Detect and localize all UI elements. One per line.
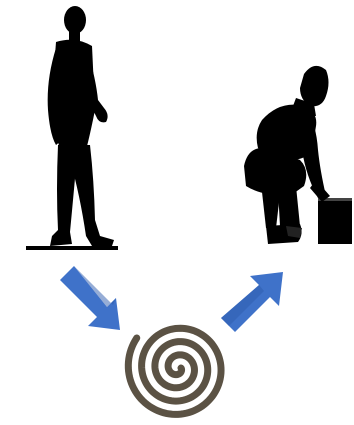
box <box>318 198 352 244</box>
ground-line <box>26 246 118 250</box>
arrow-down-right-icon <box>60 266 120 330</box>
arrow-up-right-icon <box>221 272 283 332</box>
walking-person-icon <box>26 6 118 250</box>
squatting-person-lifting-box-icon <box>244 66 352 244</box>
spiral-icon <box>128 328 221 414</box>
